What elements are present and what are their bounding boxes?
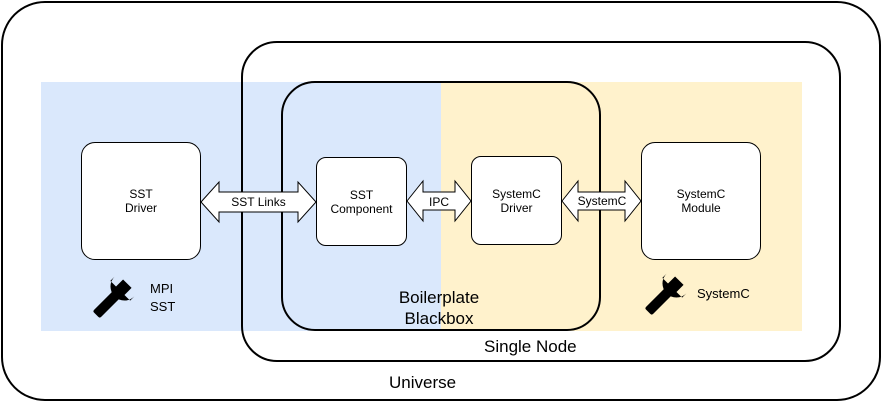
sst-driver-box: SST Driver: [81, 142, 201, 260]
wrench-icon: [93, 276, 135, 318]
sst-links-label: SST Links: [231, 195, 286, 209]
systemc-driver-box: SystemC Driver: [471, 156, 562, 245]
ipc-arrow: [406, 179, 472, 223]
sst-component-label: SST Component: [330, 187, 393, 216]
universe-label: Universe: [389, 373, 457, 392]
single-node-label: Single Node: [484, 337, 577, 356]
systemc-tool-label: SystemC: [697, 286, 750, 301]
boilerplate-blackbox-label: Boilerplate Blackbox: [398, 288, 480, 328]
systemc-link-label: SystemC: [577, 194, 627, 208]
systemc-link-arrow: [561, 179, 642, 223]
sst-driver-label: SST Driver: [125, 187, 157, 215]
sst-component-box: SST Component: [316, 157, 407, 246]
systemc-module-box: SystemC Module: [641, 142, 761, 260]
ipc-label: IPC: [428, 195, 449, 209]
wrench-icon: [645, 273, 687, 315]
mpi-sst-label: MPI SST: [150, 281, 176, 314]
systemc-module-label: SystemC Module: [676, 187, 726, 215]
sst-links-arrow: [200, 180, 317, 224]
systemc-driver-label: SystemC Driver: [492, 186, 541, 215]
